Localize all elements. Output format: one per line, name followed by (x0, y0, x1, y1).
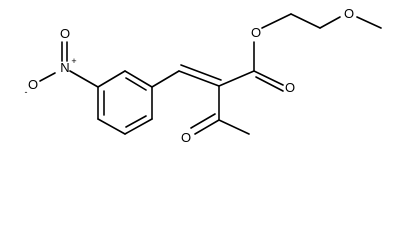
carbonyl-double-bond-a (253, 70, 284, 86)
nitro-nitrogen-charge: + (71, 56, 76, 66)
ketone-double-bond-a (194, 119, 220, 135)
ch2-ch2-bond (290, 13, 321, 29)
ketone-oxygen-label: O (181, 130, 191, 145)
ring-bond-3 (124, 118, 153, 135)
ring-inner-double-1 (125, 77, 147, 91)
ester-single-oxygen-label: O (251, 25, 261, 40)
methoxyethyl-chain: O (261, 6, 382, 29)
nitro-oxygen-left-label: O (28, 77, 38, 92)
acetyl-methyl-bond (218, 119, 250, 135)
alkene-double-bond-b (180, 64, 222, 81)
oxygen-to-ch2-bond (261, 13, 292, 29)
nitro-oxygen-top-label: O (60, 26, 70, 41)
acetyl-group: O (181, 85, 250, 145)
alkene-double-bond-a (178, 70, 220, 87)
chemical-structure-drawing: N + O O - O O O (25, 6, 382, 145)
ether-oxygen-to-methyl-bond (356, 16, 382, 29)
ch2-to-ether-oxygen-bond (319, 16, 341, 29)
benzene-ring (97, 70, 153, 135)
alkene-to-carbonyl-bond (218, 70, 255, 87)
ring-to-nitrogen-bond (69, 70, 99, 88)
nitrogen-oxygen-single-bond (39, 72, 56, 82)
ether-oxygen-label: O (344, 6, 354, 21)
ester-carbonyl-oxygen-label: O (285, 80, 295, 95)
alkene-linker (151, 64, 222, 88)
ring-bond-4 (97, 118, 126, 135)
structure-canvas: N + O O - O O O (24, 6, 382, 145)
ketone-double-bond-b (190, 113, 216, 129)
ring-bond-1 (124, 70, 153, 88)
nitro-group: N + O O - (25, 26, 99, 97)
ring-bond-6 (97, 70, 126, 88)
nitro-nitrogen-label: N (60, 60, 69, 75)
ester-group: O O (218, 25, 295, 95)
ring-inner-double-2 (125, 115, 147, 128)
ring-to-vinyl-bond (151, 70, 180, 88)
carbonyl-double-bond-b (255, 76, 284, 92)
nitro-oxygen-left-charge: - (25, 87, 28, 97)
